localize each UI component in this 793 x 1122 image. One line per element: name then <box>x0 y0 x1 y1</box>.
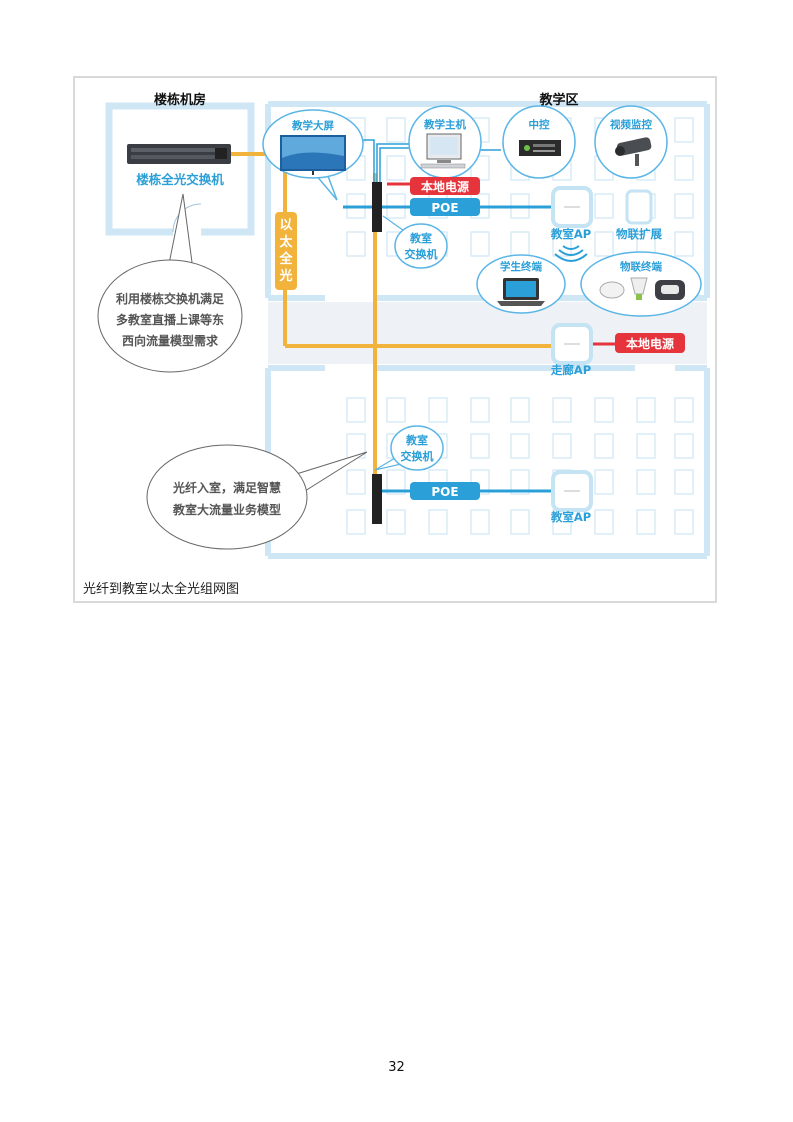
teaching-screen-label: 教学大屏 <box>291 119 334 132</box>
desk <box>594 433 614 459</box>
vr-headset-icon <box>655 280 685 300</box>
poe-1-badge <box>410 198 480 216</box>
computer-icon <box>420 133 466 169</box>
classroom-switch-2-label-line2: 交换机 <box>401 449 434 463</box>
ethernet-all-optical-badge <box>275 212 297 290</box>
desk <box>552 231 572 257</box>
desk <box>674 469 694 495</box>
desk <box>674 155 694 181</box>
smoke-detector-icon <box>599 281 625 299</box>
ethernet-all-optical-char-2: 太 <box>278 234 293 250</box>
figure-caption: 光纤到教室以太全光组网图 <box>83 582 240 597</box>
sensor-bulb-icon <box>630 277 648 300</box>
iot-terminal-label: 物联终端 <box>620 260 662 273</box>
desk <box>346 397 366 423</box>
desk <box>428 509 448 535</box>
desk <box>510 433 530 459</box>
building-switch-device <box>127 144 231 164</box>
ethernet-all-optical-char-3: 全 <box>278 251 293 267</box>
camera-icon <box>615 137 652 166</box>
iot-extension-device <box>625 189 653 225</box>
central-control-device <box>519 140 561 156</box>
desk <box>552 433 572 459</box>
poe-1-label: POE <box>431 201 458 215</box>
classroom-switch-1-label-line2: 交换机 <box>405 247 438 261</box>
student-terminal-label: 学生终端 <box>500 260 542 273</box>
desk <box>552 397 572 423</box>
desk <box>470 433 490 459</box>
callout-bottom-bubble <box>146 444 308 550</box>
callout-top-line1: 利用楼栋交换机满足 <box>116 291 224 306</box>
desk <box>510 397 530 423</box>
desk <box>674 397 694 423</box>
classroom-switch-1-label-line1: 教室 <box>409 231 432 245</box>
desk <box>346 231 366 257</box>
desk <box>594 231 614 257</box>
video-monitor-label: 视频监控 <box>610 118 652 131</box>
callout-top-line2: 多教室直播上课等东 <box>116 312 224 327</box>
desk <box>636 397 656 423</box>
local-power-1-badge <box>410 177 480 195</box>
desk <box>674 193 694 219</box>
desk <box>674 509 694 535</box>
poe-2-badge <box>410 482 480 500</box>
diagram-canvas: 楼栋机房 楼栋全光交换机 教学区 <box>97 92 710 559</box>
local-power-2-label: 本地电源 <box>626 336 674 351</box>
central-control-label: 中控 <box>529 118 550 131</box>
iot-extension-label: 物联扩展 <box>616 227 662 241</box>
desk <box>470 231 490 257</box>
ethernet-all-optical-char-1: 以 <box>279 218 292 233</box>
callout-top-line3: 西向流量模型需求 <box>122 333 219 348</box>
desk <box>674 231 694 257</box>
classroom-switch-2-bubble <box>390 425 444 471</box>
desk <box>594 469 614 495</box>
teaching-area-title: 教学区 <box>538 92 578 108</box>
desk <box>386 155 406 181</box>
desk <box>594 509 614 535</box>
classroom-switch-1-bubble <box>394 223 448 269</box>
desk <box>386 397 406 423</box>
desk <box>470 397 490 423</box>
desk <box>510 509 530 535</box>
corridor-ap-label: 走廊AP <box>550 363 591 377</box>
classroom-switch-2-label-line1: 教室 <box>405 433 428 447</box>
desk <box>594 397 614 423</box>
teaching-host-label: 教学主机 <box>423 118 466 131</box>
desk <box>386 509 406 535</box>
desk <box>674 117 694 143</box>
desk <box>636 469 656 495</box>
desk <box>346 469 366 495</box>
building-switch-label: 楼栋全光交换机 <box>136 172 224 187</box>
laptop-icon <box>497 278 545 306</box>
classroom-switch-2-device <box>372 474 382 524</box>
desk <box>386 117 406 143</box>
callout-top-bubble <box>97 259 243 373</box>
desk <box>470 155 490 181</box>
callout-bottom-line1: 光纤入室，满足智慧 <box>172 480 281 495</box>
desk <box>428 397 448 423</box>
page-number: 32 <box>388 1060 405 1075</box>
local-power-2-badge <box>615 333 685 353</box>
desk <box>386 469 406 495</box>
ethernet-all-optical-char-4: 光 <box>278 268 292 284</box>
local-power-1-label: 本地电源 <box>421 179 469 194</box>
poe-2-label: POE <box>431 485 458 499</box>
wifi-icon <box>554 245 588 262</box>
network-diagram-figure: 楼栋机房 楼栋全光交换机 教学区 <box>73 76 717 603</box>
classroom-ap-1-label: 教室AP <box>550 227 591 241</box>
desk <box>594 193 614 219</box>
desk <box>674 433 694 459</box>
desk <box>510 469 530 495</box>
classroom-switch-1-device <box>372 182 382 232</box>
desk <box>470 509 490 535</box>
power-cables <box>387 182 615 346</box>
desk <box>510 231 530 257</box>
classroom-ap-2-label: 教室AP <box>550 510 591 524</box>
desk <box>636 509 656 535</box>
desk <box>346 509 366 535</box>
teaching-screen-device <box>280 135 346 175</box>
building-room-title: 楼栋机房 <box>154 92 206 108</box>
callout-bottom-line2: 教室大流量业务模型 <box>172 502 281 517</box>
desk <box>636 433 656 459</box>
